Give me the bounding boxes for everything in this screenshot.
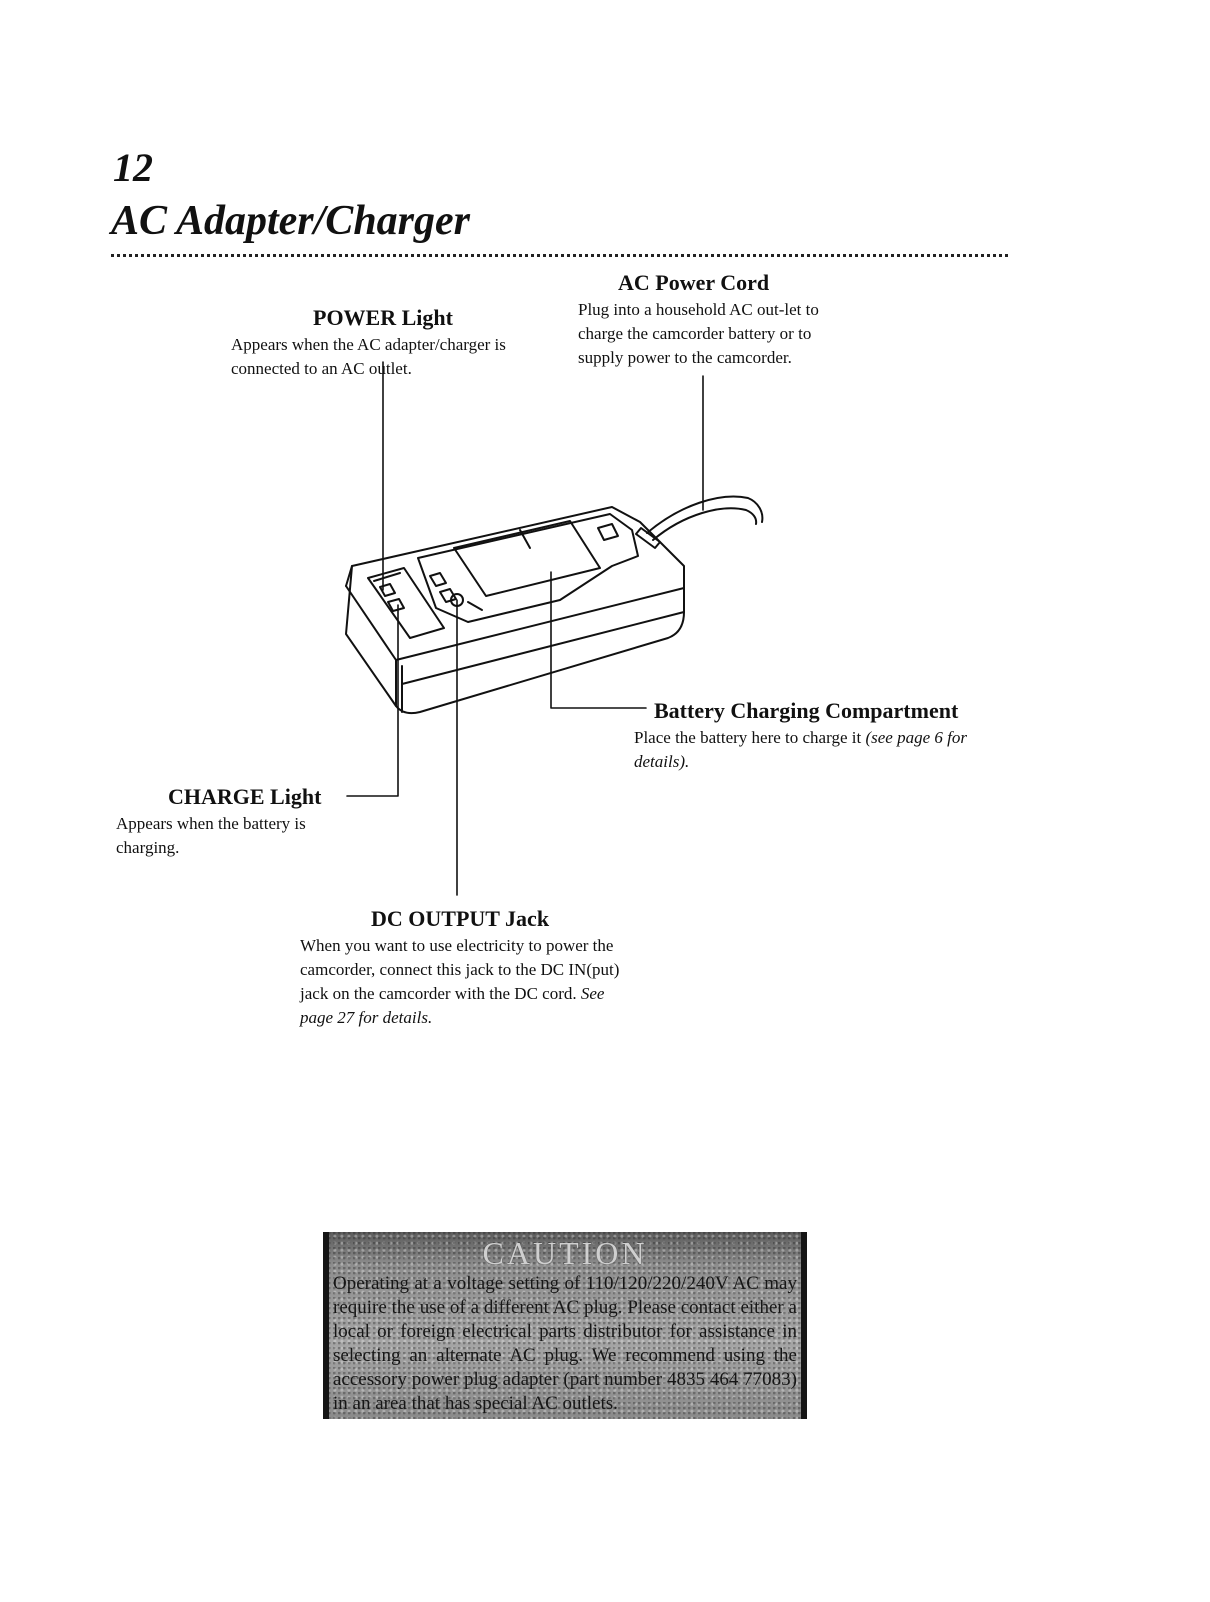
charge-light-window	[387, 598, 405, 612]
ac-power-cord-callout: AC Power Cord Plug into a household AC o…	[578, 270, 828, 370]
dc-output-callout: DC OUTPUT Jack When you want to use elec…	[300, 906, 640, 1030]
power-light-window	[379, 583, 396, 597]
battery-compartment-description: Place the battery here to charge it (see…	[634, 726, 1004, 774]
caution-title: CAUTION	[482, 1235, 648, 1271]
charge-light-leader	[346, 604, 399, 797]
battery-compartment-reference: (see page 6 for details).	[634, 728, 967, 771]
battery-compartment-title: Battery Charging Compartment	[654, 698, 959, 723]
charge-light-callout: CHARGE Light Appears when the battery is…	[116, 784, 356, 860]
caution-box: CAUTION Operating at a voltage setting o…	[323, 1232, 807, 1419]
dotted-rule	[111, 254, 1008, 257]
leader-lines	[346, 361, 704, 896]
battery-compartment-leader	[550, 571, 647, 709]
dc-output-jack-socket	[450, 593, 464, 607]
page-title: AC Adapter/Charger	[111, 198, 471, 244]
power-light-description: Appears when the AC adapter/charger is c…	[231, 335, 506, 378]
ac-power-cord-title: AC Power Cord	[618, 270, 770, 295]
dc-output-text: When you want to use electricity to powe…	[300, 936, 620, 1003]
power-light-title: POWER Light	[313, 305, 453, 330]
dc-output-reference: See page 27 for details.	[300, 984, 605, 1027]
battery-compartment-outline	[417, 513, 639, 623]
dc-output-title: DC OUTPUT Jack	[371, 906, 550, 931]
battery-compartment-callout: Battery Charging Compartment Place the b…	[634, 698, 1004, 774]
adapter-housing	[345, 506, 685, 715]
power-light-callout: POWER Light Appears when the AC adapter/…	[231, 305, 551, 381]
battery-compartment-text: Place the battery here to charge it	[634, 728, 866, 747]
indicator-panel	[367, 567, 445, 639]
dc-output-description: When you want to use electricity to powe…	[300, 934, 640, 1030]
charge-light-title: CHARGE Light	[168, 784, 322, 809]
page-number: 12	[113, 145, 153, 190]
caution-text: Operating at a voltage setting of 110/12…	[333, 1273, 797, 1414]
charge-light-description: Appears when the battery is charging.	[116, 814, 306, 857]
ac-power-cord-description: Plug into a household AC out-let to char…	[578, 300, 819, 367]
ac-cord-cable	[635, 495, 764, 549]
